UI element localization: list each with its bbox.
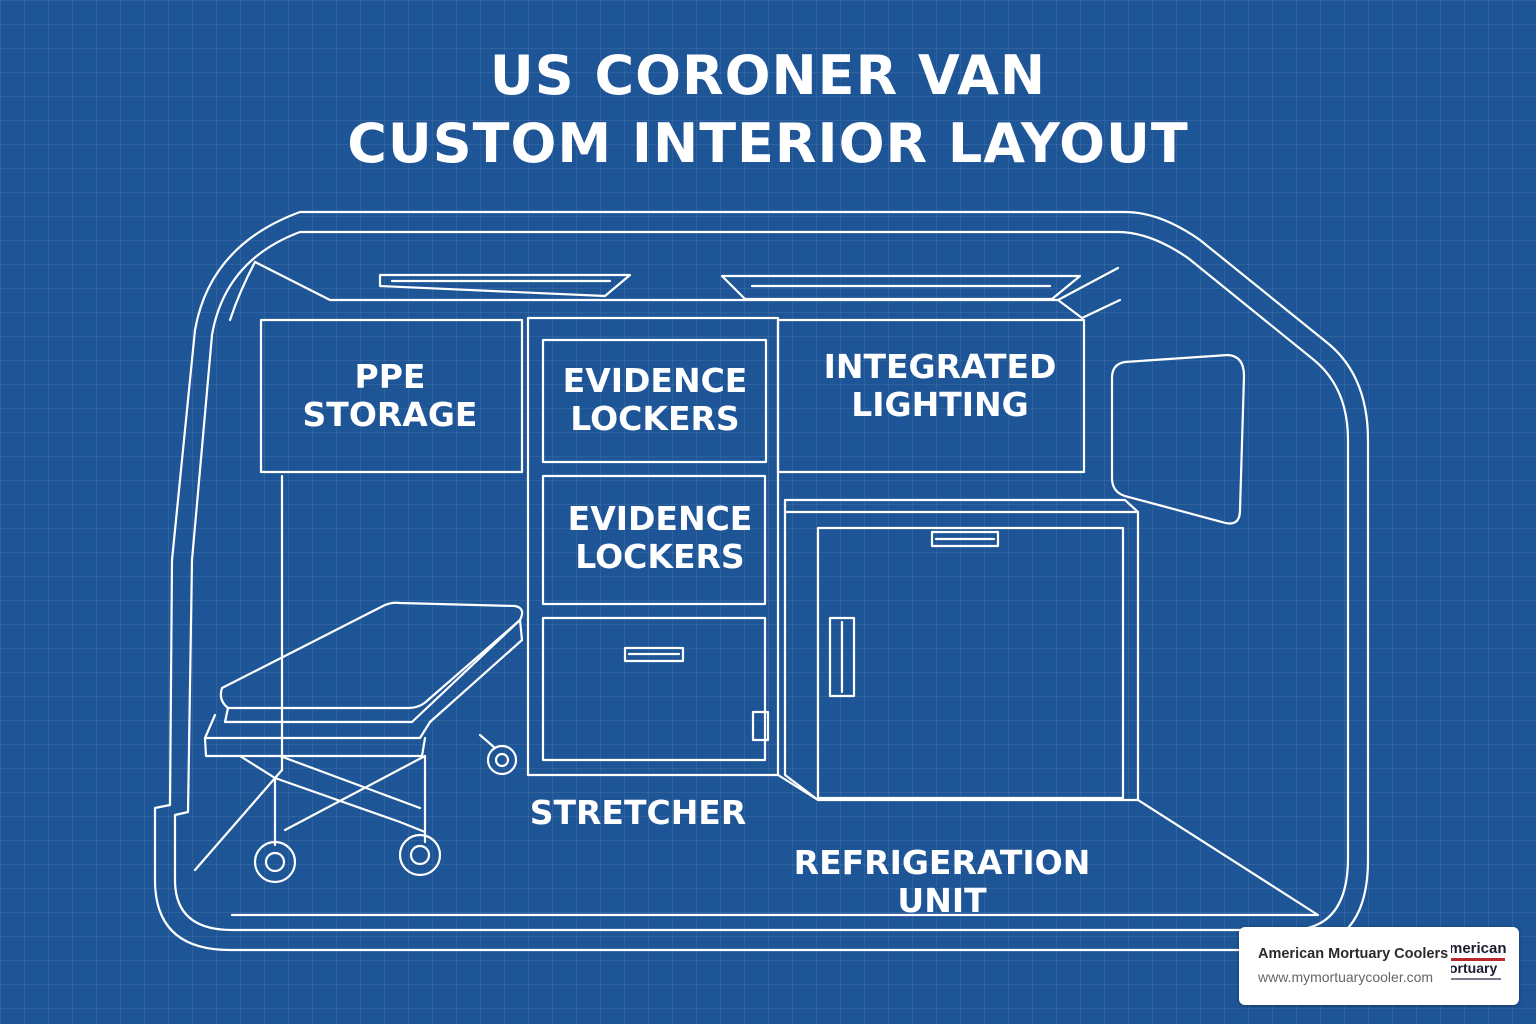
evidence-locker-bottom <box>541 474 767 606</box>
evidence-lockers-bottom-label: EVIDENCE LOCKERS <box>567 499 753 576</box>
lower-locker-handle <box>623 646 685 663</box>
title-line-2: CUSTOM INTERIOR LAYOUT <box>347 112 1189 175</box>
brand-name: American Mortuary Coolers <box>1258 946 1449 962</box>
van-body-inner <box>173 230 1350 932</box>
floor-edge <box>193 768 1320 917</box>
rear-window <box>1110 353 1246 525</box>
stretcher-mattress-top <box>219 601 524 710</box>
ceiling-edge <box>253 260 1120 302</box>
van-body-outer <box>153 210 1370 952</box>
refrigeration-door <box>816 526 1125 800</box>
ppe-storage-cabinet <box>259 318 524 474</box>
stretcher-wheel <box>486 744 518 776</box>
ceiling-side-left <box>228 260 257 322</box>
lower-locker-door <box>541 616 767 762</box>
brand-url[interactable]: www.mymortuarycooler.com <box>1258 969 1434 985</box>
ceiling-light-right <box>720 274 1082 301</box>
brand-logo-icon: merican ortuary <box>1451 941 1509 991</box>
ceiling-side-right <box>1056 298 1122 320</box>
integrated-lighting-panel <box>776 318 1086 474</box>
ceiling-light-left <box>378 273 632 298</box>
ppe-storage-label: PPE STORAGE <box>302 357 478 434</box>
stretcher-label: STRETCHER <box>529 793 747 832</box>
refrigeration-side-handle <box>828 616 856 698</box>
evidence-locker-top <box>541 338 768 464</box>
lower-locker-latch <box>751 710 770 742</box>
refrigeration-unit-label: REFRIGERATION UNIT <box>793 843 1091 920</box>
stretcher-wheel <box>398 833 442 877</box>
integrated-lighting-label: INTEGRATED LIGHTING <box>823 347 1057 424</box>
stretcher-wheel <box>253 840 297 884</box>
title-line-1: US CORONER VAN <box>489 44 1047 107</box>
stretcher-drawing <box>203 601 524 884</box>
brand-badge[interactable]: American Mortuary Coolers www.mymortuary… <box>1239 927 1519 1005</box>
refrigeration-top-handle <box>930 530 1000 548</box>
evidence-lockers-top-label: EVIDENCE LOCKERS <box>562 361 748 438</box>
